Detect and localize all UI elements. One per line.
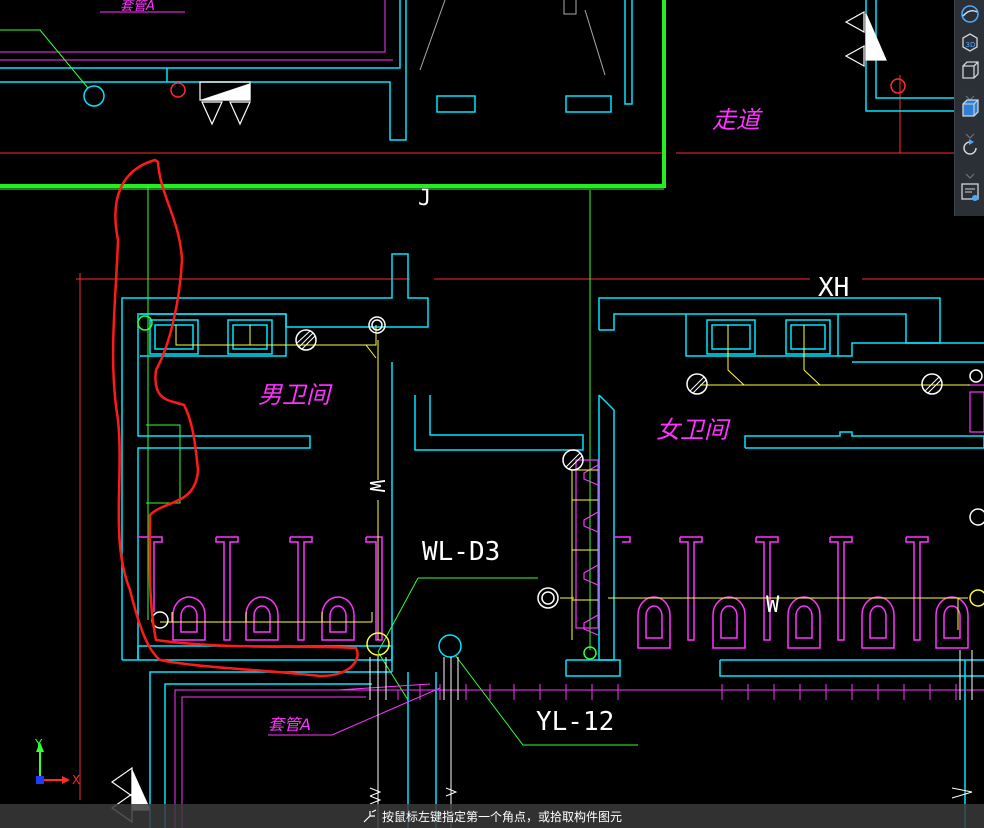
men-stall-partitions (138, 536, 383, 641)
command-prompt-bar: 按鼠标左键指定第一个角点，或拾取构件图元 (0, 804, 984, 828)
small-w-marks (369, 787, 973, 805)
pipe-label-yl-12: YL-12 (536, 707, 614, 737)
women-restroom-walls (414, 297, 984, 677)
ucs-x-label: X (72, 773, 80, 787)
pipe-label-wl-d3: WL-D3 (422, 537, 500, 567)
axis-lines (0, 75, 984, 800)
chevron-down-icon[interactable] (965, 164, 975, 179)
command-prompt-text: 按鼠标左键指定第一个角点，或拾取构件图元 (381, 809, 622, 824)
sleeve-label-top: 套管A (120, 0, 155, 14)
cube-wireframe-icon[interactable] (958, 58, 982, 82)
chevron-down-icon[interactable] (965, 124, 975, 139)
bottom-walls (149, 660, 966, 828)
view-toolbar: 3D (954, 0, 984, 216)
room-label-women: 女卫间 (656, 416, 731, 444)
top-room-lines (0, 0, 393, 61)
axis-label-j: J (418, 186, 431, 211)
ucs-icon: Y X (34, 737, 80, 787)
valve-symbols (110, 10, 887, 824)
yellow-pipes (160, 325, 970, 640)
green-boundary (0, 0, 666, 188)
women-stall-partitions (614, 536, 929, 641)
toilets (172, 596, 969, 649)
pipe-mark-w-men: W (365, 480, 389, 493)
chevron-down-icon[interactable] (965, 86, 975, 101)
properties-icon[interactable] (958, 180, 982, 204)
pipe-mark-w-women: W (766, 593, 780, 618)
room-label-men: 男卫间 (258, 381, 333, 409)
rotate-icon[interactable] (958, 136, 982, 160)
urinals (575, 384, 984, 636)
orbit-icon[interactable] (958, 2, 982, 26)
top-room-walls (0, 0, 984, 141)
markup-annotation (111, 158, 359, 678)
cube-shaded-icon[interactable] (958, 96, 982, 120)
sleeve-label-bottom: 套管A (268, 715, 311, 734)
ucs-y-label: Y (34, 737, 43, 751)
room-label-corridor: 走道 (712, 106, 763, 134)
pick-cursor-icon (363, 809, 377, 823)
top-room-thin-lines (419, 0, 606, 76)
pipe-risers (83, 78, 984, 660)
view-3d-icon[interactable]: 3D (958, 30, 982, 54)
bottom-magenta-lines (174, 683, 984, 828)
view-3d-text: 3D (966, 41, 976, 49)
hatched-risers (296, 330, 942, 470)
